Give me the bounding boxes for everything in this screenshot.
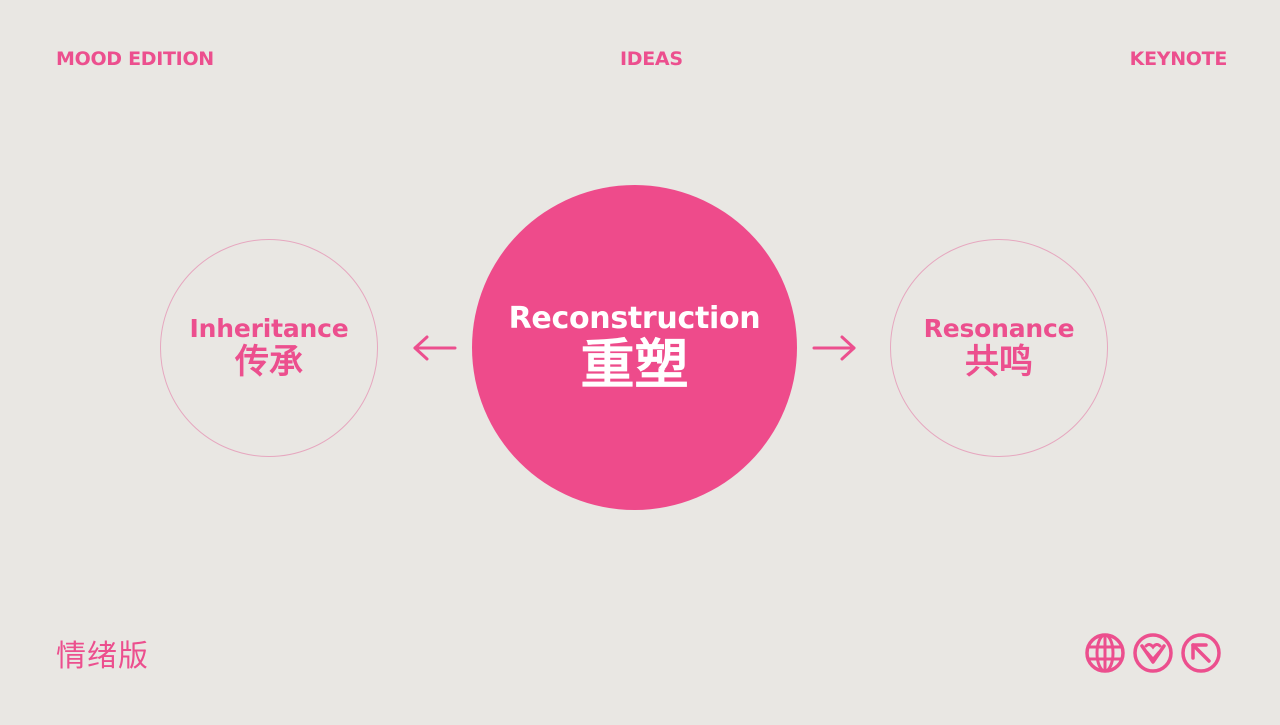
reconstruction-circle: Reconstruction 重塑 bbox=[472, 185, 797, 510]
footer-label: 情绪版 bbox=[56, 639, 149, 674]
inheritance-title-zh: 传承 bbox=[235, 342, 303, 382]
resonance-circle: Resonance 共鸣 bbox=[890, 239, 1108, 457]
header-right-label: KEYNOTE bbox=[1129, 48, 1228, 70]
arrow-right-icon bbox=[812, 335, 856, 361]
inheritance-circle: Inheritance 传承 bbox=[160, 239, 378, 457]
resonance-title-en: Resonance bbox=[923, 314, 1075, 343]
header-left-label: MOOD EDITION bbox=[56, 48, 214, 70]
resonance-title-zh: 共鸣 bbox=[965, 342, 1033, 382]
arrow-left-icon bbox=[413, 335, 457, 361]
heart-chevron-icon[interactable] bbox=[1132, 632, 1174, 674]
reconstruction-title-zh: 重塑 bbox=[580, 332, 689, 396]
arrow-up-left-icon[interactable] bbox=[1180, 632, 1222, 674]
inheritance-title-en: Inheritance bbox=[189, 314, 349, 343]
reconstruction-title-en: Reconstruction bbox=[508, 300, 761, 336]
header-center-label: IDEAS bbox=[620, 48, 683, 70]
globe-icon[interactable] bbox=[1084, 632, 1126, 674]
